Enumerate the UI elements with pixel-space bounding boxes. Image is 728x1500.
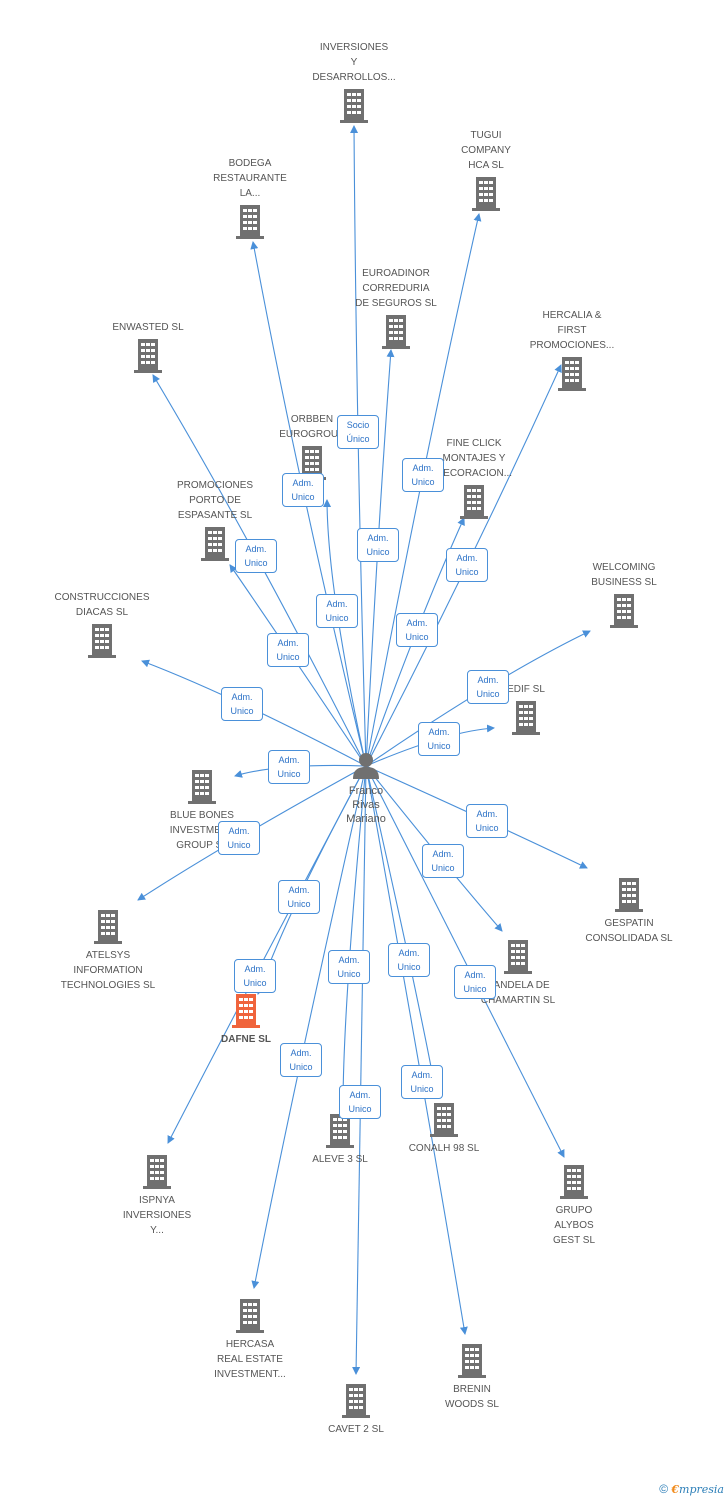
company-label: TUGUI COMPANY HCA SL [461,130,511,171]
company-node-brenin-woods[interactable]: BRENIN WOODS SL [407,1344,537,1412]
company-label: CANDELA DE CHAMARTIN SL [480,980,556,1006]
building-icon [201,527,229,561]
company-label: HERCALIA & FIRST PROMOCIONES... [529,310,615,351]
company-node-enwasted[interactable]: ENWASTED SL [83,320,213,373]
relation-badge[interactable]: Adm. Unico [234,959,276,993]
relation-badge[interactable]: Adm. Unico [278,880,320,914]
company-node-promociones-porto[interactable]: PROMOCIONES PORTO DE ESPASANTE SL [150,478,280,561]
relation-badge[interactable]: Adm. Unico [466,804,508,838]
relation-badge[interactable]: Adm. Unico [328,950,370,984]
company-node-grupo-alybos[interactable]: GRUPO ALYBOS GEST SL [509,1165,639,1248]
relation-badge[interactable]: Adm. Unico [418,722,460,756]
building-icon [430,1103,458,1137]
relation-badge[interactable]: Adm. Unico [339,1085,381,1119]
company-node-euroadinor[interactable]: EUROADINOR CORREDURIA DE SEGUROS SL [331,266,461,349]
company-label: CONSTRUCCIONES DIACAS SL [54,592,150,618]
company-label: GRUPO ALYBOS GEST SL [552,1205,596,1246]
building-icon [610,594,638,628]
relation-badge[interactable]: Adm. Unico [388,943,430,977]
company-node-edif[interactable]: EDIF SL [461,682,591,735]
building-icon [88,624,116,658]
relation-badge[interactable]: Adm. Unico [446,548,488,582]
relation-badge[interactable]: Adm. Unico [218,821,260,855]
relation-badge[interactable]: Adm. Unico [401,1065,443,1099]
relation-badge[interactable]: Adm. Unico [316,594,358,628]
company-label: CONALH 98 SL [408,1143,480,1154]
company-label: ALEVE 3 SL [312,1154,368,1165]
company-node-bodega-restaurante[interactable]: BODEGA RESTAURANTE LA... [185,156,315,239]
building-icon [188,770,216,804]
company-label: INVERSIONES Y DESARROLLOS... [312,42,396,83]
company-label: GESPATIN CONSOLIDADA SL [585,918,673,944]
company-label: PROMOCIONES PORTO DE ESPASANTE SL [176,480,254,521]
relation-badge[interactable]: Adm. Unico [221,687,263,721]
building-icon [504,940,532,974]
building-icon [340,89,368,123]
company-label: ISPNYA INVERSIONES Y... [122,1195,192,1236]
company-label: ORBBEN EUROGROUP [279,414,345,440]
building-icon [342,1384,370,1418]
building-icon [326,1114,354,1148]
relation-badge[interactable]: Adm. Unico [268,750,310,784]
person-node[interactable]: Franco Rivas Mariano [331,750,401,826]
relation-badge[interactable]: Adm. Unico [282,473,324,507]
relation-badge[interactable]: Adm. Unico [235,539,277,573]
company-node-orbben-eurogroup[interactable]: ORBBEN EUROGROUP [247,412,377,480]
relation-badge[interactable]: Adm. Unico [280,1043,322,1077]
building-icon [558,357,586,391]
building-icon [236,1299,264,1333]
building-icon [472,177,500,211]
company-node-ispnya[interactable]: ISPNYA INVERSIONES Y... [92,1155,222,1238]
copyright-footer: © €mpresia [659,1482,724,1496]
company-node-hercalia-first[interactable]: HERCALIA & FIRST PROMOCIONES... [507,308,637,391]
company-node-inversiones-y-desarrollos[interactable]: INVERSIONES Y DESARROLLOS... [289,40,419,123]
company-node-candela-chamartin[interactable]: CANDELA DE CHAMARTIN SL [453,940,583,1008]
company-node-welcoming-business[interactable]: WELCOMING BUSINESS SL [559,560,689,628]
building-icon [236,205,264,239]
building-icon [232,994,260,1028]
company-node-cavet-2[interactable]: CAVET 2 SL [291,1384,421,1437]
relation-badge[interactable]: Adm. Unico [422,844,464,878]
relation-badge[interactable]: Adm. Unico [454,965,496,999]
company-node-gespatin[interactable]: GESPATIN CONSOLIDADA SL [564,878,694,946]
building-icon [382,315,410,349]
company-label: BODEGA RESTAURANTE LA... [213,158,287,199]
company-node-fine-click[interactable]: FINE CLICK MONTAJES Y DECORACION... [409,436,539,519]
company-label: BRENIN WOODS SL [445,1384,499,1410]
company-node-tugui-company-hca[interactable]: TUGUI COMPANY HCA SL [421,128,551,211]
company-label: FINE CLICK MONTAJES Y DECORACION... [435,438,513,479]
company-label: EUROADINOR CORREDURIA DE SEGUROS SL [355,268,437,309]
building-icon [143,1155,171,1189]
company-label: ENWASTED SL [112,322,184,333]
company-node-dafne[interactable]: DAFNE SL [181,994,311,1047]
relation-badge[interactable]: Adm. Unico [402,458,444,492]
building-icon [615,878,643,912]
company-label: EDIF SL [507,684,545,695]
company-label: DAFNE SL [221,1034,271,1045]
building-icon [560,1165,588,1199]
company-label: CAVET 2 SL [328,1424,384,1435]
company-node-aleve-3[interactable]: ALEVE 3 SL [275,1114,405,1167]
company-label: HERCASA REAL ESTATE INVESTMENT... [214,1339,286,1380]
company-node-construcciones-diacas[interactable]: CONSTRUCCIONES DIACAS SL [37,590,167,658]
company-label: ATELSYS INFORMATION TECHNOLOGIES SL [60,950,156,991]
company-node-hercasa[interactable]: HERCASA REAL ESTATE INVESTMENT... [185,1299,315,1382]
empresia-logo: €mpresia [671,1483,724,1496]
relation-badge[interactable]: Adm. Unico [357,528,399,562]
building-icon [512,701,540,735]
building-icon [94,910,122,944]
person-icon [353,753,379,779]
company-label: WELCOMING BUSINESS SL [591,562,657,588]
copyright-symbol: © [659,1482,669,1496]
relation-badge[interactable]: Adm. Unico [267,633,309,667]
person-name: Franco Rivas Mariano [346,785,386,825]
relation-badge[interactable]: Adm. Unico [396,613,438,647]
relation-badge[interactable]: Adm. Unico [467,670,509,704]
building-icon [134,339,162,373]
building-icon [460,485,488,519]
building-icon [458,1344,486,1378]
company-node-atelsys[interactable]: ATELSYS INFORMATION TECHNOLOGIES SL [43,910,173,993]
company-node-conalh-98[interactable]: CONALH 98 SL [379,1103,509,1156]
relation-badge[interactable]: Socio Único [337,415,379,449]
